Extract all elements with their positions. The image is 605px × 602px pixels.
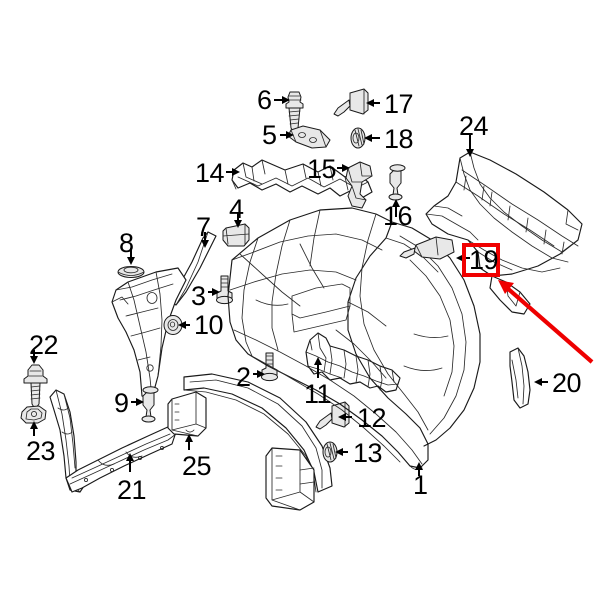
leader-8: [127, 248, 135, 265]
part-left-mounting-bracket: [111, 267, 187, 399]
leader-15: [337, 164, 350, 172]
callout-21: 21: [117, 475, 147, 505]
callout-17: 17: [384, 89, 414, 119]
callout-9: 9: [114, 388, 129, 418]
part-spacer-washer-13: [322, 441, 338, 463]
part-expansion-rivet-12: [315, 401, 350, 430]
part-push-pin-16: [388, 164, 406, 201]
part-retainer-strip-5: [287, 125, 331, 149]
callout-22: 22: [29, 330, 59, 360]
callout-13: 13: [353, 438, 383, 468]
callout-23: 23: [26, 436, 56, 466]
callout-20: 20: [552, 368, 582, 398]
highlight-red-pointer: [498, 280, 594, 364]
part-sensor-bracket-19: [399, 236, 455, 260]
leader-21: [126, 453, 134, 472]
callout-14: 14: [195, 158, 225, 188]
part-lower-valance: [49, 389, 177, 493]
leader-3: [208, 288, 220, 296]
callout-4: 4: [229, 194, 244, 224]
callout-5: 5: [262, 120, 277, 150]
callout-6: 6: [257, 85, 272, 115]
leader-5: [280, 131, 294, 139]
callout-24: 24: [459, 111, 489, 141]
leader-17: [366, 99, 380, 107]
callout-15: 15: [307, 154, 337, 184]
leader-22: [30, 350, 38, 364]
callout-10: 10: [194, 310, 224, 340]
part-bumper-bar-end: [167, 391, 207, 437]
part-hex-flange-screw: [23, 364, 48, 410]
highlight-box-19: [462, 243, 500, 277]
callout-12: 12: [357, 403, 387, 433]
leader-16: [392, 199, 400, 217]
leader-23: [30, 421, 38, 436]
callout-16: 16: [383, 201, 413, 231]
leader-14: [226, 168, 240, 176]
part-screw-2: [261, 352, 278, 382]
part-tapping-screw-6: [285, 91, 304, 134]
leader-10: [178, 321, 190, 329]
part-washer-18: [350, 127, 366, 149]
part-impact-absorber-rail: [305, 332, 401, 393]
leader-18: [364, 134, 380, 142]
callout-3: 3: [191, 281, 206, 311]
leader-7: [201, 232, 209, 248]
part-rear-bumper-cover: [227, 207, 429, 471]
callout-19: 19: [469, 245, 499, 275]
leader-13: [335, 448, 348, 456]
callout-11: 11: [304, 379, 332, 409]
leader-12: [338, 413, 352, 421]
part-clip-bracket-4: [222, 223, 250, 247]
part-mounting-clip-15: [345, 161, 373, 209]
callout-8: 8: [119, 228, 134, 258]
leader-4: [234, 212, 242, 228]
part-expansion-rivet-17: [333, 88, 369, 117]
leader-20: [534, 378, 548, 386]
leader-25: [185, 434, 193, 450]
leader-2: [253, 370, 265, 378]
part-push-pin-9: [141, 386, 159, 423]
leader-9: [131, 398, 144, 406]
part-washer-nut-10: [163, 315, 183, 335]
callout-7: 7: [196, 212, 211, 242]
leader-24: [466, 134, 474, 157]
callout-2: 2: [236, 362, 251, 392]
part-grommet-plug: [117, 266, 145, 278]
leader-1: [415, 462, 423, 476]
callout-25: 25: [182, 451, 212, 481]
part-end-trim-20: [509, 347, 531, 409]
part-upper-trim-panel-24: [425, 151, 583, 315]
leader-6: [274, 96, 290, 104]
leader-11: [314, 357, 322, 378]
callout-1: 1: [413, 470, 428, 500]
part-clip-nut: [20, 405, 47, 424]
callout-18: 18: [384, 124, 414, 154]
part-bumper-reinforcement-bar: [183, 373, 333, 511]
